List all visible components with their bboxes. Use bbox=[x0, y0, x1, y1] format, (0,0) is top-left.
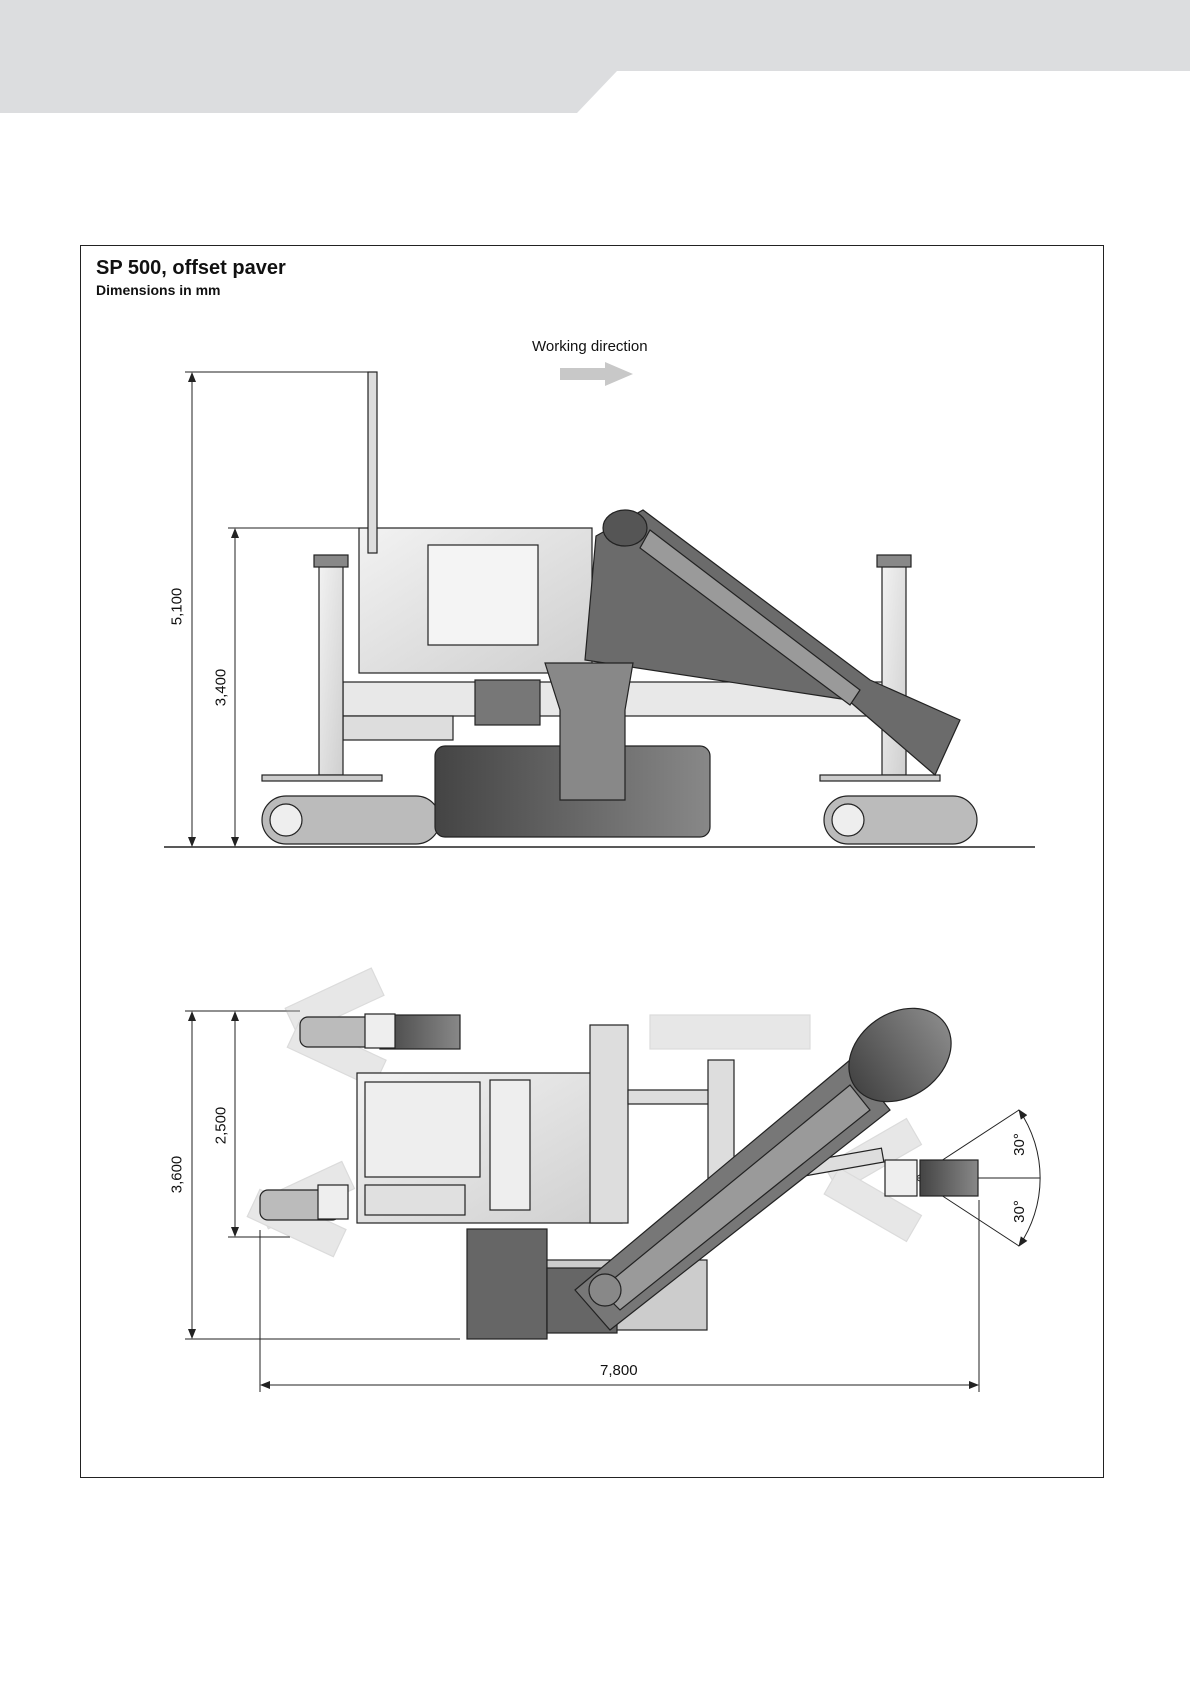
right-crawler-wheel bbox=[831, 803, 865, 837]
hopper bbox=[544, 662, 634, 801]
dimension-label-3400: 3,400 bbox=[212, 668, 230, 707]
width-dimension-2500 bbox=[228, 1011, 290, 1238]
height-dimension-3400 bbox=[228, 527, 359, 847]
engine-panel bbox=[427, 544, 539, 646]
dimension-label-2500: 2,500 bbox=[212, 1106, 230, 1145]
right-crawler bbox=[823, 795, 978, 845]
angle-label-up: 30° bbox=[1010, 1133, 1028, 1156]
left-platform bbox=[261, 774, 383, 782]
drawing-frame bbox=[80, 245, 1104, 1478]
track-bottom-left-gearbox bbox=[317, 1184, 349, 1220]
track-top-left-gearbox bbox=[364, 1013, 396, 1049]
side-view-paver bbox=[261, 371, 978, 845]
control-panel bbox=[364, 1184, 466, 1216]
length-dimension-7800 bbox=[259, 1200, 980, 1392]
conveyor-head bbox=[848, 1007, 952, 1103]
left-leg bbox=[318, 564, 344, 776]
height-dimension-5100 bbox=[185, 371, 368, 847]
track-right bbox=[919, 1159, 979, 1197]
header-band bbox=[0, 0, 1190, 113]
working-direction-arrow-icon bbox=[560, 362, 633, 386]
conveyor-tail-drum bbox=[588, 1273, 622, 1307]
width-dimension-3600 bbox=[185, 1010, 460, 1340]
swing-arm bbox=[627, 1089, 719, 1105]
sensor-mast bbox=[367, 371, 378, 554]
engine-hatch bbox=[474, 679, 541, 726]
left-leg-cap bbox=[313, 554, 349, 568]
conveyor-belt-surface bbox=[639, 529, 861, 706]
frame-bracket bbox=[342, 715, 454, 741]
tower bbox=[589, 1024, 629, 1224]
top-view-paver bbox=[246, 967, 979, 1340]
conveyor-drum bbox=[602, 509, 648, 547]
operator-window bbox=[364, 1081, 481, 1178]
dimension-label-3600: 3,600 bbox=[168, 1155, 186, 1194]
dimension-label-7800: 7,800 bbox=[600, 1362, 638, 1379]
material-hopper bbox=[466, 1228, 548, 1340]
left-crawler-wheel bbox=[269, 803, 303, 837]
document-subtitle: Dimensions in mm bbox=[96, 282, 221, 298]
working-direction-label: Working direction bbox=[532, 338, 648, 355]
side-door bbox=[489, 1079, 531, 1211]
dimension-label-5100: 5,100 bbox=[168, 587, 186, 626]
document-title: SP 500, offset paver bbox=[96, 257, 286, 279]
track-right-gearbox bbox=[884, 1159, 918, 1197]
angle-label-down: 30° bbox=[1010, 1200, 1028, 1223]
right-platform bbox=[819, 774, 941, 782]
right-leg-cap bbox=[876, 554, 912, 568]
